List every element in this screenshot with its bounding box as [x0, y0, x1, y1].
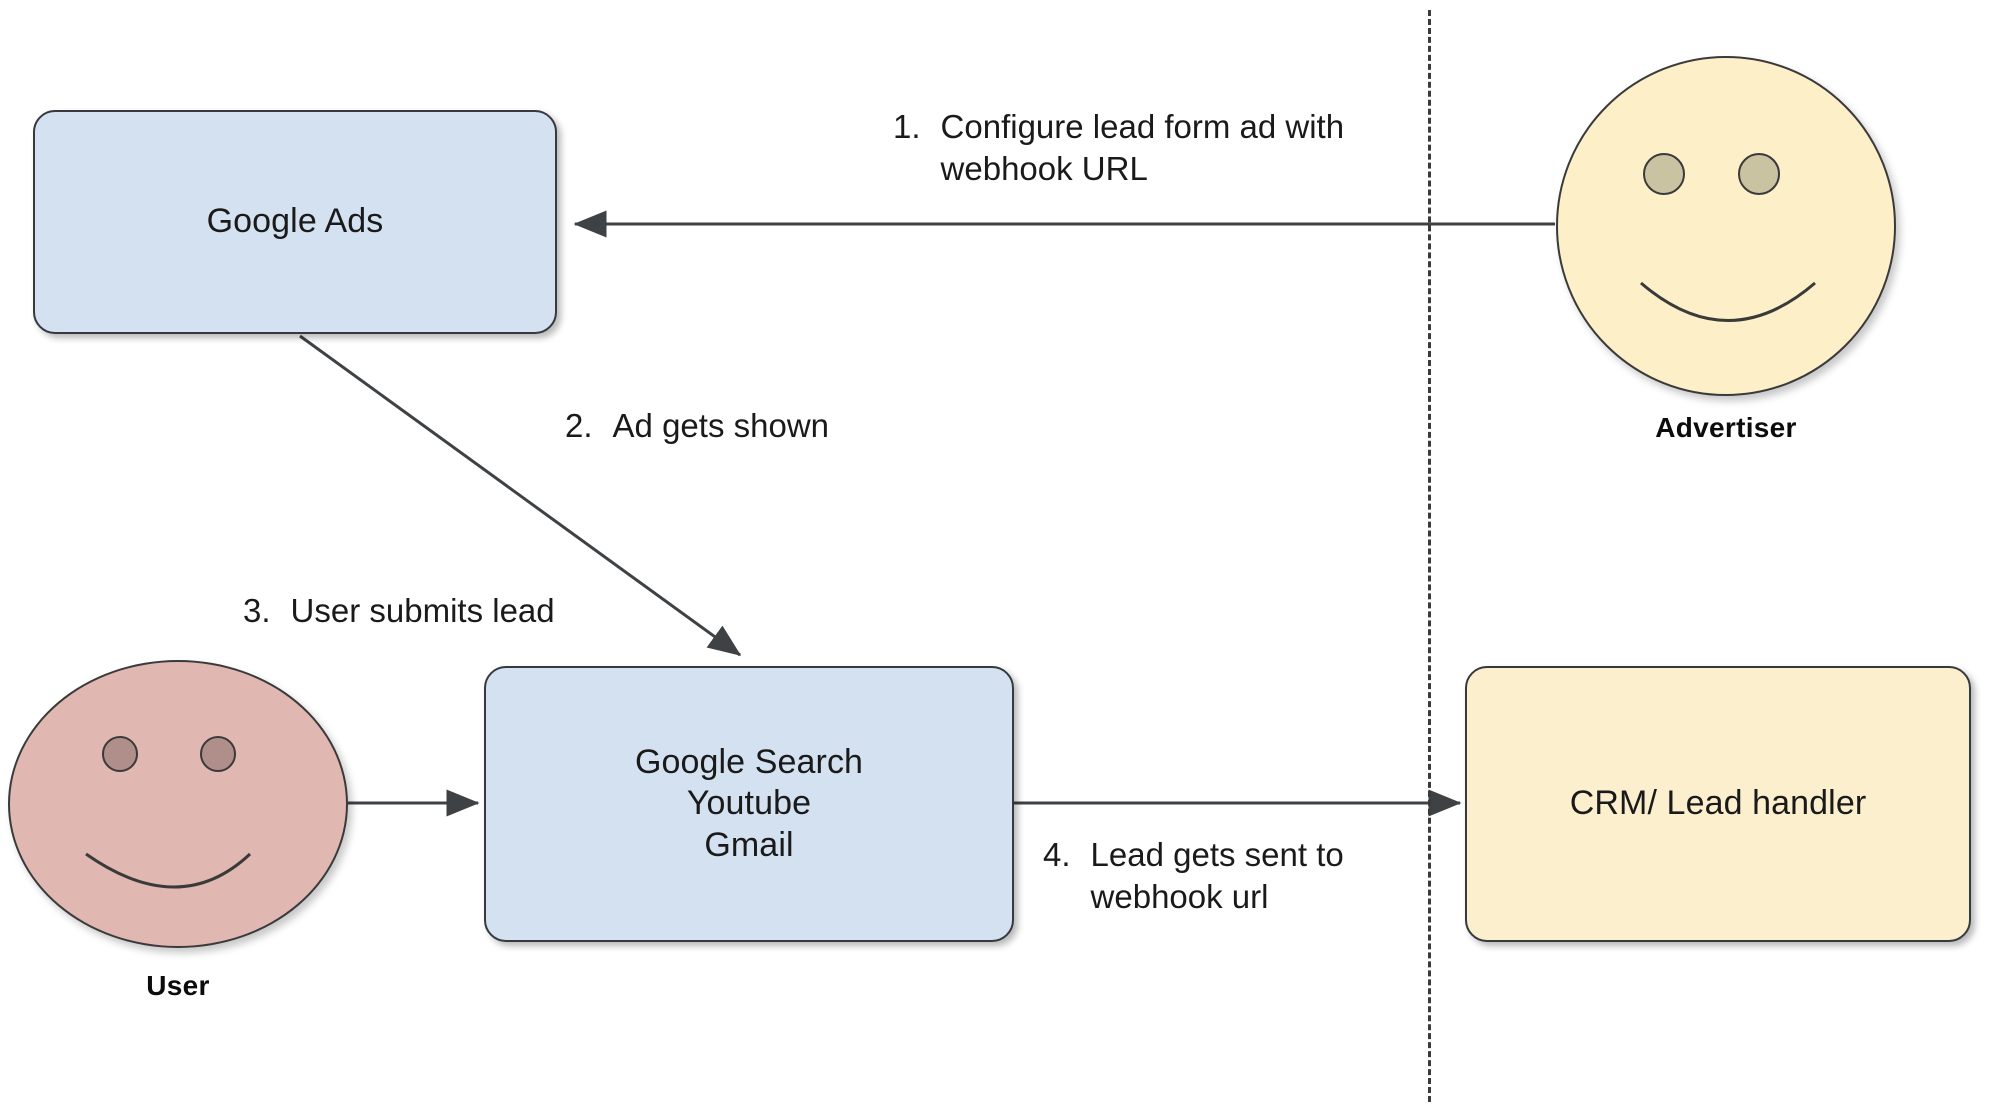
advertiser-face-circle	[1556, 56, 1896, 396]
node-crm-lead-handler-label: CRM/ Lead handler	[1569, 784, 1867, 823]
actor-user[interactable]: User	[8, 660, 348, 1050]
advertiser-right-eye-icon	[1738, 153, 1780, 195]
step-1-number: 1.	[893, 108, 921, 145]
step-4-text: Lead gets sent to webhook url	[1090, 836, 1344, 915]
step-2-number: 2.	[565, 407, 593, 444]
user-left-eye-icon	[102, 736, 138, 772]
user-face-circle	[8, 660, 348, 948]
advertiser-left-eye-icon	[1643, 153, 1685, 195]
step-2-text: Ad gets shown	[612, 407, 829, 444]
user-right-eye-icon	[200, 736, 236, 772]
node-google-ads-label: Google Ads	[206, 202, 384, 241]
step-1-text: Configure lead form ad with webhook URL	[940, 108, 1345, 187]
node-google-surfaces-label: Google Search Youtube Gmail	[634, 742, 864, 864]
step-3-number: 3.	[243, 592, 271, 629]
step-label-2: 2. Ad gets shown	[565, 405, 985, 447]
step-label-4: 4. Lead gets sent to webhook url	[1043, 834, 1463, 917]
user-smile-icon	[85, 852, 252, 889]
user-eyes	[10, 662, 346, 946]
step-3-text: User submits lead	[290, 592, 555, 629]
google-advertiser-boundary	[1428, 10, 1431, 1102]
advertiser-caption: Advertiser	[1655, 412, 1797, 443]
node-google-surfaces[interactable]: Google Search Youtube Gmail	[484, 666, 1014, 942]
user-caption: User	[146, 970, 210, 1001]
node-crm-lead-handler[interactable]: CRM/ Lead handler	[1465, 666, 1971, 942]
node-google-ads[interactable]: Google Ads	[33, 110, 557, 334]
step-label-3: 3. User submits lead	[243, 590, 663, 632]
step-label-1: 1. Configure lead form ad with webhook U…	[893, 106, 1393, 189]
advertiser-eyes	[1558, 58, 1894, 394]
step-4-number: 4.	[1043, 836, 1071, 873]
advertiser-smile-icon	[1640, 281, 1816, 322]
actor-advertiser[interactable]: Advertiser	[1556, 56, 1896, 446]
